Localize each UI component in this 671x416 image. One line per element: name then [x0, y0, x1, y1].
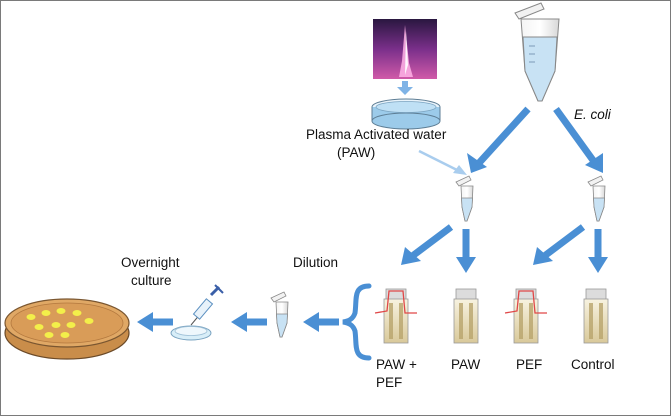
paw-pef-label-line1: PAW +	[376, 357, 417, 372]
paw-treated-tube	[455, 175, 474, 222]
ecoli-stock-tube	[514, 2, 560, 102]
plating-dish	[170, 325, 212, 341]
overnight-label-line1: Overnight	[121, 255, 180, 270]
arrow-to-culture	[137, 312, 173, 332]
paw-petri-dish	[371, 98, 441, 130]
untreated-tube	[587, 175, 606, 222]
split-arrow-left	[467, 106, 531, 173]
arrow-to-paw-pef	[401, 224, 454, 265]
plasma-label-line2: (PAW)	[337, 145, 375, 160]
dilution-label: Dilution	[293, 255, 338, 270]
overnight-label-line2: culture	[131, 273, 172, 288]
arrow-to-control	[588, 229, 608, 273]
arrow-to-plating	[231, 312, 267, 332]
paw-pef-label-line2: PEF	[376, 375, 402, 390]
flame-to-dish-arrow	[397, 81, 413, 95]
cuvette-paw-pef	[374, 288, 417, 344]
cuvette-control	[583, 288, 609, 344]
arrow-to-paw	[456, 229, 476, 273]
bacterial-colonies	[26, 308, 94, 338]
split-arrow-right	[553, 106, 603, 173]
syringe-icon	[190, 284, 224, 326]
curly-brace	[342, 283, 372, 361]
cuvette-pef	[504, 288, 547, 344]
ecoli-label: E. coli	[574, 107, 612, 122]
cuvette-paw	[453, 288, 479, 344]
dilution-tube	[270, 291, 289, 338]
arrow-to-dilution	[303, 312, 339, 332]
plasma-label-line1: Plasma Activated water	[306, 127, 447, 142]
paw-label: PAW	[451, 357, 481, 372]
control-label: Control	[571, 357, 615, 372]
plasma-flame-image	[373, 19, 437, 79]
paw-addition-arrow	[418, 149, 467, 175]
arrow-to-pef	[533, 224, 586, 265]
culture-plate	[4, 298, 130, 360]
pef-label: PEF	[516, 357, 542, 372]
